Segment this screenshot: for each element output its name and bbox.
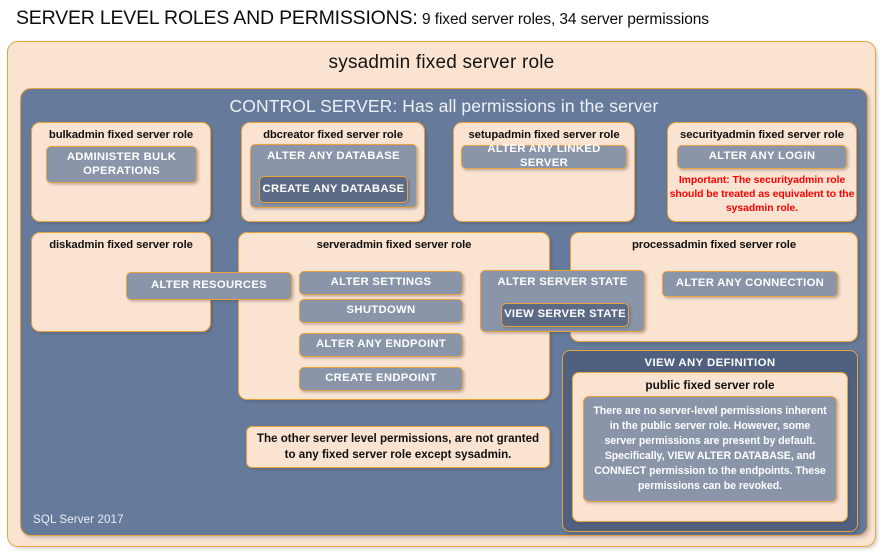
permission-alter-any-endpoint[interactable]: ALTER ANY ENDPOINT	[299, 333, 463, 357]
permission-view-any-definition[interactable]: VIEW ANY DEFINITION	[644, 357, 776, 369]
control-server-label: CONTROL SERVER: Has all permissions in t…	[229, 96, 659, 116]
permission-create-endpoint[interactable]: CREATE ENDPOINT	[299, 367, 463, 391]
page-title-sub: 9 fixed server roles, 34 server permissi…	[422, 11, 709, 28]
permission-alter-any-connection[interactable]: ALTER ANY CONNECTION	[662, 271, 838, 297]
permission-create-any-database[interactable]: CREATE ANY DATABASE	[259, 176, 408, 203]
role-label-setupadmin: setupadmin fixed server role	[468, 129, 620, 141]
role-label-dbcreator: dbcreator fixed server role	[263, 129, 403, 141]
role-label-bulkadmin: bulkadmin fixed server role	[48, 129, 194, 141]
role-label-diskadmin: diskadmin fixed server role	[49, 239, 193, 251]
securityadmin-warning-text: Important: The securityadmin role should…	[669, 175, 855, 215]
sql-server-version-label: SQL Server 2017	[33, 513, 124, 526]
permission-alter-resources[interactable]: ALTER RESOURCES	[126, 272, 292, 300]
permission-view-server-state[interactable]: VIEW SERVER STATE	[501, 303, 629, 327]
public-role-description: There are no server-level permissions in…	[583, 396, 837, 502]
role-box-setupadmin: setupadmin fixed server role	[453, 122, 635, 222]
role-label-processadmin: processadmin fixed server role	[631, 239, 797, 251]
other-permissions-note: The other server level permissions, are …	[246, 426, 550, 468]
role-label-securityadmin: securityadmin fixed server role	[680, 129, 844, 141]
page-title: SERVER LEVEL ROLES AND PERMISSIONS: 9 fi…	[16, 7, 876, 33]
permission-alter-settings[interactable]: ALTER SETTINGS	[299, 271, 463, 295]
role-label-public: public fixed server role	[645, 378, 775, 392]
role-label-serveradmin: serveradmin fixed server role	[316, 239, 472, 251]
permission-alter-any-login[interactable]: ALTER ANY LOGIN	[677, 145, 847, 169]
role-box-securityadmin: securityadmin fixed server role	[667, 122, 857, 222]
permission-alter-any-linked-server[interactable]: ALTER ANY LINKED SERVER	[461, 143, 627, 169]
permission-shutdown[interactable]: SHUTDOWN	[299, 299, 463, 323]
permission-administer-bulk-operations[interactable]: ADMINISTER BULK OPERATIONS	[46, 146, 197, 183]
sysadmin-role-label: sysadmin fixed server role	[328, 52, 555, 73]
page-title-main: SERVER LEVEL ROLES AND PERMISSIONS:	[16, 7, 418, 29]
